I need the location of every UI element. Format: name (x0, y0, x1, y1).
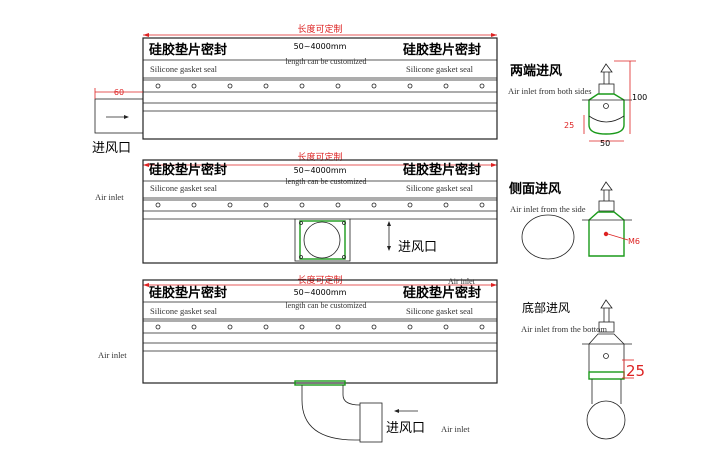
side-inlet-flange (294, 218, 391, 262)
small-dimension: 25 (564, 121, 574, 130)
length-range: 50~4000mm (294, 288, 347, 297)
inlet-label-en-left: Air inlet (98, 350, 127, 360)
inlet-label-zh: 进风口 (92, 141, 131, 156)
arrow-right-icon (491, 33, 497, 37)
knife-body (142, 159, 498, 264)
panel-side: 长度可定制 50~4000mm length can be customized… (95, 151, 640, 264)
bottom-title-en: Air inlet from the bottom (521, 324, 607, 334)
arrow-left-icon (143, 33, 149, 37)
cross-section-both-ends: 100 25 50 (564, 60, 647, 148)
length-label-en: length can be customized (285, 57, 366, 66)
bottom-offset-dimension: 25 (626, 362, 645, 380)
height-dimension: 100 (632, 93, 647, 102)
side-title-zh: 侧面进风 (509, 181, 561, 197)
both-ends-title-zh: 两端进风 (510, 63, 562, 79)
width-dimension: 50 (600, 139, 610, 148)
end-inlet-dimension: 60 (114, 88, 124, 97)
gasket-label-en-left: Silicone gasket seal (150, 306, 218, 316)
inlet-label-en: Air inlet (441, 424, 470, 434)
length-label-en: length can be customized (285, 301, 366, 310)
bottom-inlet-elbow (294, 380, 418, 443)
inlet-label-en-faint: Air inlet (448, 277, 476, 286)
panel-bottom: 长度可定制 50~4000mm length can be customized… (98, 274, 645, 443)
gasket-label-zh-left: 硅胶垫片密封 (149, 162, 227, 178)
bolt-row (155, 324, 485, 330)
gasket-label-en-right: Silicone gasket seal (406, 306, 474, 316)
bottom-title-zh: 底部进风 (522, 300, 570, 315)
both-ends-title-en: Air inlet from both sides (508, 86, 592, 96)
knife-body (142, 37, 498, 140)
gasket-label-zh-right: 硅胶垫片密封 (403, 162, 481, 178)
gasket-label-zh-left: 硅胶垫片密封 (149, 42, 227, 58)
gasket-label-en-left: Silicone gasket seal (150, 183, 218, 193)
length-range: 50~4000mm (294, 166, 347, 175)
panel-both-ends: 长度可定制 50~4000mm length can be customized… (92, 23, 647, 156)
gasket-label-zh-right: 硅胶垫片密封 (403, 42, 481, 58)
length-range: 50~4000mm (294, 42, 347, 51)
cross-section-side: M6 (521, 181, 640, 260)
knife-body (142, 279, 498, 384)
gasket-label-zh-left: 硅胶垫片密封 (149, 285, 227, 301)
end-inlet-block (94, 98, 144, 134)
gasket-label-zh-right: 硅胶垫片密封 (403, 285, 481, 301)
inlet-label-zh: 进风口 (386, 421, 425, 436)
thread-dimension: M6 (628, 237, 640, 246)
inlet-label-zh: 进风口 (398, 240, 437, 255)
gasket-label-en-left: Silicone gasket seal (150, 64, 218, 74)
bolt-row (155, 83, 485, 89)
bolt-row (155, 202, 485, 208)
length-label-en: length can be customized (285, 177, 366, 186)
inlet-label-en: Air inlet (95, 192, 124, 202)
gasket-label-en-right: Silicone gasket seal (406, 183, 474, 193)
gasket-label-en-right: Silicone gasket seal (406, 64, 474, 74)
cross-section-bottom: 25 (582, 299, 645, 440)
side-title-en: Air inlet from the side (510, 204, 586, 214)
length-label-zh: 长度可定制 (297, 23, 342, 35)
length-label-zh: 长度可定制 (297, 151, 342, 163)
